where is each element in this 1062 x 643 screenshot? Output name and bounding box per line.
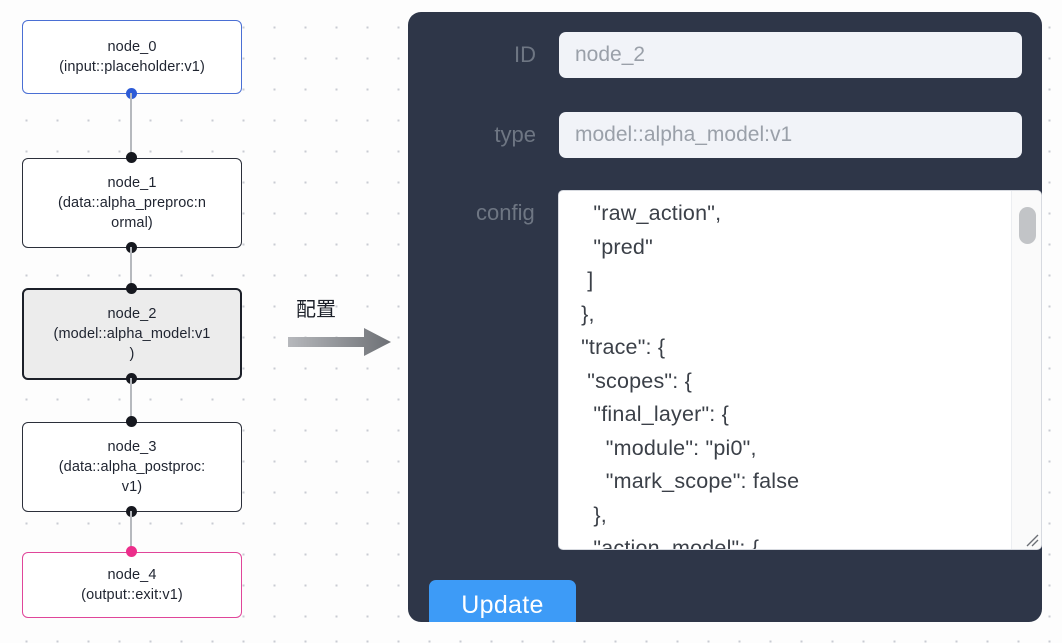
node-properties-panel: ID node_2 type model::alpha_model:v1 con… — [408, 12, 1042, 622]
field-label-type: type — [494, 122, 536, 147]
node-handle-target-node_3[interactable] — [126, 416, 137, 427]
graph-node-node_0[interactable]: node_0 (input::placeholder:v1) — [22, 20, 242, 94]
type-input[interactable]: model::alpha_model:v1 — [559, 112, 1022, 158]
graph-node-label: node_0 (input::placeholder:v1) — [59, 39, 205, 75]
transition-arrow-group: 配置 — [288, 296, 400, 366]
edge-node_1-node_2 — [130, 247, 132, 290]
config-textarea-wrapper[interactable]: "raw_action", "pred" ] }, "trace": { "sc… — [557, 190, 1042, 550]
field-row-id: ID node_2 — [428, 32, 1022, 78]
node-handle-target-node_2[interactable] — [126, 283, 137, 294]
node-handle-target-node_1[interactable] — [126, 152, 137, 163]
config-scrollbar[interactable] — [1011, 191, 1041, 549]
edge-node_2-node_3 — [130, 378, 132, 418]
transition-caption: 配置 — [296, 297, 336, 321]
graph-node-label: node_1 (data::alpha_preproc:n ormal) — [57, 175, 207, 231]
field-row-type: type model::alpha_model:v1 — [428, 112, 1022, 158]
node-handle-target-node_4[interactable] — [126, 546, 137, 557]
graph-node-node_4[interactable]: node_4 (output::exit:v1) — [22, 552, 242, 618]
field-row-config: config "raw_action", "pred" ] }, "trace"… — [428, 190, 1042, 550]
right-arrow-icon — [288, 328, 391, 356]
config-textarea[interactable]: "raw_action", "pred" ] }, "trace": { "sc… — [581, 201, 800, 549]
resize-handle-icon[interactable] — [1023, 531, 1039, 547]
field-label-id: ID — [514, 42, 536, 67]
update-button[interactable]: Update — [429, 580, 576, 622]
field-label-config: config — [476, 200, 535, 225]
edge-node_0-node_1 — [130, 93, 132, 158]
config-scrollbar-thumb[interactable] — [1019, 207, 1036, 244]
graph-node-node_2[interactable]: node_2 (model::alpha_model:v1 ) — [22, 288, 242, 380]
graph-node-node_1[interactable]: node_1 (data::alpha_preproc:n ormal) — [22, 158, 242, 248]
id-input[interactable]: node_2 — [559, 32, 1022, 78]
canvas-bottom-strip — [0, 623, 1062, 643]
graph-node-label: node_2 (model::alpha_model:v1 ) — [53, 306, 211, 362]
graph-node-node_3[interactable]: node_3 (data::alpha_postproc: v1) — [22, 422, 242, 512]
graph-node-label: node_3 (data::alpha_postproc: v1) — [58, 439, 206, 495]
edge-node_3-node_4 — [130, 511, 132, 550]
graph-node-label: node_4 (output::exit:v1) — [81, 567, 183, 603]
